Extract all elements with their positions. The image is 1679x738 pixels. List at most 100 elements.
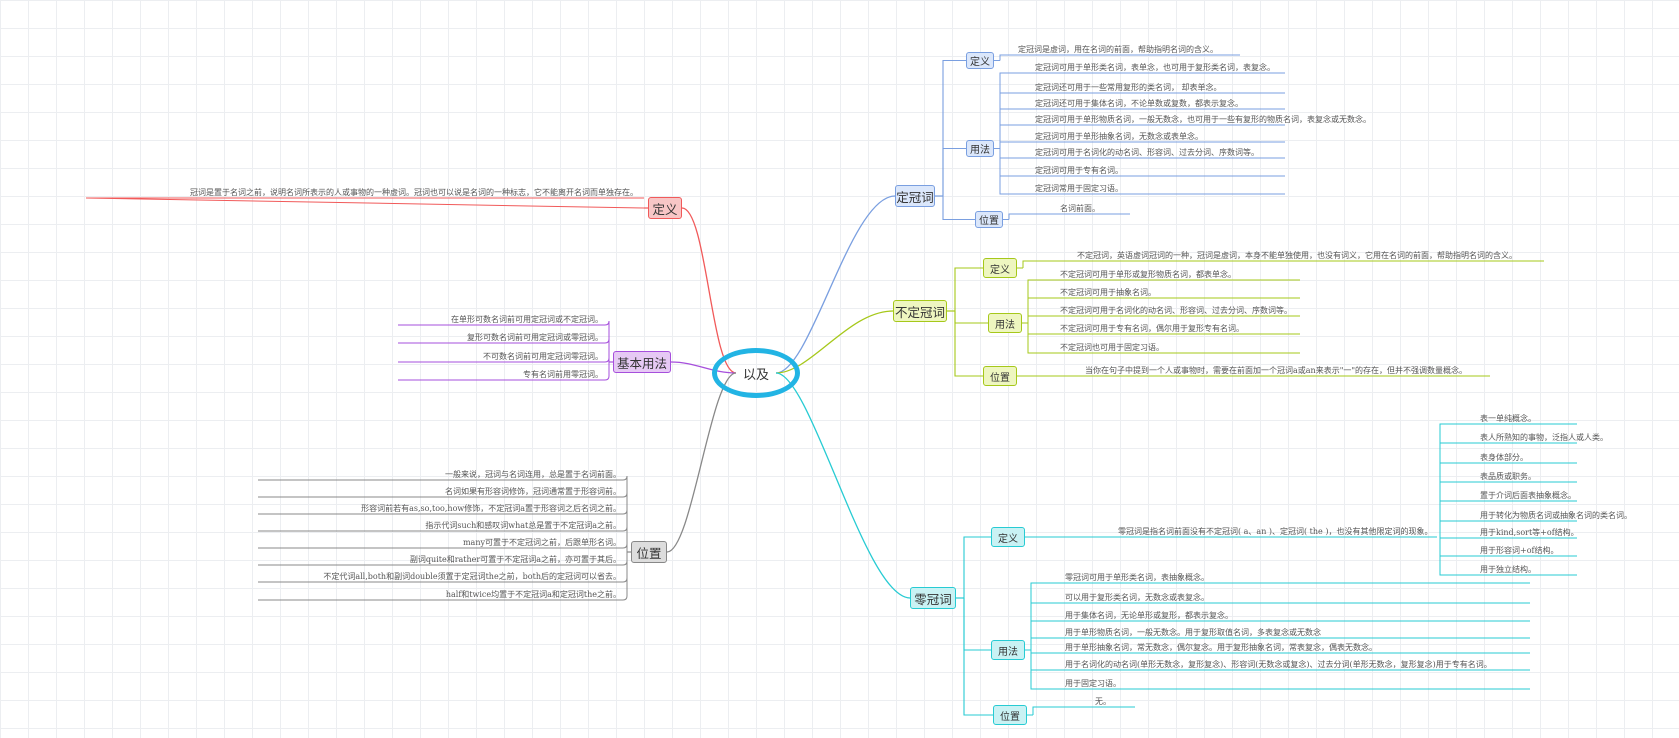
leaf-connector (1032, 706, 1135, 715)
definite-leaf-1-7: 定冠词常用于固定习语。 (1035, 184, 1123, 193)
definite-leaf-1-2: 定冠词还可用于集体名词，不论单数或复数，都表示复念。 (1035, 99, 1243, 108)
leaf-connector (1439, 537, 1577, 576)
subtopic-zero-1[interactable]: 用法 (991, 640, 1025, 660)
zero-leaf-1-4: 用于单形抽象名词，常无数念，偶尔复念。用于复形抽象名词，常表复念，偶表无数念。 (1065, 643, 1377, 652)
leaf-connector (999, 54, 1240, 61)
central-topic[interactable]: 以及 (712, 348, 800, 398)
leaf-connector (258, 475, 628, 552)
basic-leaf-2: 不可数名词前可用定冠词零冠词。 (483, 352, 603, 361)
topic-basic[interactable]: 基本用法 (613, 351, 671, 373)
basic-leaf-1: 复形可数名词前可用定冠词或零冠词。 (467, 333, 603, 342)
topic-zero[interactable]: 零冠词 (910, 587, 956, 609)
zero-leaf-1-0: 零冠词可用于单形类名词，表抽象概念。 (1065, 573, 1209, 582)
sub-connector (963, 598, 991, 651)
basic-leaf-0: 在单形可数名词前可用定冠词或不定冠词。 (451, 315, 603, 324)
definite-leaf-1-6: 定冠词可用于专有名词。 (1035, 166, 1123, 175)
leaf-connector (1027, 297, 1300, 323)
indefinite-leaf-1-3: 不定冠词可用于专有名词，偶尔用于复形专有名词。 (1060, 324, 1244, 333)
zero-leaf-1-2: 用于集体名词，无论单形或复形，都表示复念。 (1065, 611, 1233, 620)
leaf-connector (1030, 637, 1530, 650)
def-leaf-0: 冠词是置于名词之前，说明名词所表示的人或事物的一种虚词。冠词也可以说是名词的一种… (190, 188, 638, 197)
leaf-underline (85, 197, 645, 209)
leaf-connector (398, 338, 610, 362)
zero-leaf-2-0: 无。 (1095, 697, 1111, 706)
leaf-connector (999, 124, 1285, 149)
definite-leaf-1-3: 定冠词可用于单形物质名词，一般无数念，也可用于一些有复形的物质名词，表复念或无数… (1035, 115, 1371, 124)
zero-leaf-0-2: 表身体部分。 (1480, 453, 1528, 462)
zero-leaf-0-0: 表一单纯概念。 (1480, 414, 1536, 423)
sub-connector (954, 311, 988, 324)
central-topic-label: 以及 (742, 367, 769, 383)
definite-leaf-1-4: 定冠词可用于单形抽象名词，无数念或表单念。 (1035, 132, 1203, 141)
sub-connector (954, 267, 983, 311)
indefinite-leaf-0-0: 不定冠词，英语虚词冠词的一种，冠词是虚词，本身不能单独使用，也没有词义，它用在名… (1077, 251, 1517, 260)
zero-leaf-0-8: 用于独立结构。 (1480, 565, 1536, 574)
subtopic-zero-2[interactable]: 位置 (993, 705, 1027, 725)
zero-leaf-0-5: 用于转化为物质名词或抽象名词的类名词。 (1480, 511, 1632, 520)
branch-connector (775, 372, 911, 599)
pos-leaf-5: 副词quite和rather可置于不定冠词a之前，亦可置于其后。 (409, 555, 621, 564)
definite-leaf-2-0: 名词前面。 (1060, 204, 1100, 213)
leaf-connector (398, 362, 610, 381)
zero-leaf-0-6: 用于kind,sort等+of结构。 (1480, 528, 1579, 537)
pos-leaf-2: 形容词前若有as,so,too,how修饰，不定冠词a置于形容词之后名词之前。 (361, 504, 621, 513)
indefinite-leaf-1-1: 不定冠词可用于抽象名词。 (1060, 288, 1156, 297)
indefinite-leaf-1-2: 不定冠词可用于名词化的动名词、形容词、过去分词、序数词等。 (1060, 306, 1292, 315)
leaf-connector (258, 552, 628, 601)
leaf-connector (1008, 213, 1130, 220)
leaf-connector (1022, 260, 1544, 268)
indefinite-leaf-1-0: 不定冠词可用于单形或复形物质名词，都表单念。 (1060, 270, 1236, 279)
subtopic-definite-0[interactable]: 定义 (966, 52, 994, 69)
subtopic-indefinite-2[interactable]: 位置 (983, 366, 1017, 386)
subtopic-zero-0[interactable]: 定义 (991, 527, 1025, 547)
subtopic-definite-2[interactable]: 位置 (975, 211, 1003, 228)
branch-connector (666, 372, 737, 553)
sub-connector (942, 147, 966, 196)
indefinite-leaf-1-4: 不定冠词也可用于固定习语。 (1060, 343, 1164, 352)
sub-connector (954, 311, 983, 377)
leaf-connector (258, 543, 628, 552)
sub-connector (942, 59, 966, 196)
topic-indefinite[interactable]: 不定冠词 (893, 300, 947, 322)
leaf-connector (258, 526, 628, 552)
leaf-connector (398, 320, 610, 362)
pos-leaf-1: 名词如果有形容词修饰，冠词通常置于形容词前。 (445, 487, 621, 496)
topic-definite[interactable]: 定冠词 (895, 185, 935, 207)
pos-leaf-4: many可置于不定冠词之前，后跟单形名词。 (462, 538, 621, 547)
definite-leaf-0-0: 定冠词是虚词，用在名词的前面，帮助指明名词的含义。 (1018, 45, 1218, 54)
leaf-connector (258, 509, 628, 552)
pos-leaf-3: 指示代词such和感叹词what总是置于不定冠词a之前。 (425, 521, 621, 530)
leaf-connector (1027, 323, 1300, 354)
topic-pos[interactable]: 位置 (631, 541, 667, 563)
indefinite-leaf-2-0: 当你在句子中提到一个人或事物时，需要在前面加一个冠词a或an来表示"一"的存在，… (1085, 366, 1468, 375)
subtopic-indefinite-0[interactable]: 定义 (983, 258, 1017, 278)
leaf-connector (1027, 279, 1300, 323)
sub-connector (963, 536, 991, 598)
topic-def[interactable]: 定义 (648, 197, 682, 219)
zero-leaf-0-4: 置于介词后面表抽象概念。 (1480, 491, 1576, 500)
branch-connector (681, 207, 737, 374)
leaf-connector (999, 148, 1285, 195)
subtopic-indefinite-1[interactable]: 用法 (988, 313, 1022, 333)
leaf-connector (1439, 520, 1577, 537)
zero-leaf-1-1: 可以用于复形类名词，无数念或表复念。 (1065, 593, 1209, 602)
pos-leaf-7: half和twice均置于不定冠词a和定冠词the之前。 (445, 590, 621, 599)
zero-leaf-1-6: 用于固定习语。 (1065, 679, 1121, 688)
branch-connector (775, 195, 896, 374)
leaf-connector (1030, 650, 1530, 690)
zero-leaf-0-3: 表品质或职务。 (1480, 472, 1536, 481)
subtopic-definite-1[interactable]: 用法 (966, 140, 994, 157)
leaf-connector (1027, 315, 1300, 323)
definite-leaf-1-1: 定冠词还可用于一些常用复形的类名词， 却表单念。 (1035, 83, 1222, 92)
zero-sub-text: 零冠词是指名词前面没有不定冠词( a、an )、定冠词( the )，也没有其他… (1118, 527, 1433, 536)
definite-leaf-1-0: 定冠词可用于单形类名词，表单念，也可用于复形类名词，表复念。 (1035, 63, 1275, 72)
zero-leaf-0-7: 用于形容词+of结构。 (1480, 546, 1559, 555)
sub-connector (963, 598, 993, 716)
pos-leaf-0: 一般来说，冠词与名词连用，总是置于名词前面。 (445, 470, 621, 479)
leaf-connector (258, 492, 628, 552)
sub-connector (942, 196, 975, 221)
zero-leaf-0-1: 表人所熟知的事物，泛指人或人类。 (1480, 433, 1608, 442)
zero-leaf-1-5: 用于名词化的动名词(单形无数念，复形复念)、形容词(无数念或复念)、过去分词(单… (1065, 660, 1492, 669)
